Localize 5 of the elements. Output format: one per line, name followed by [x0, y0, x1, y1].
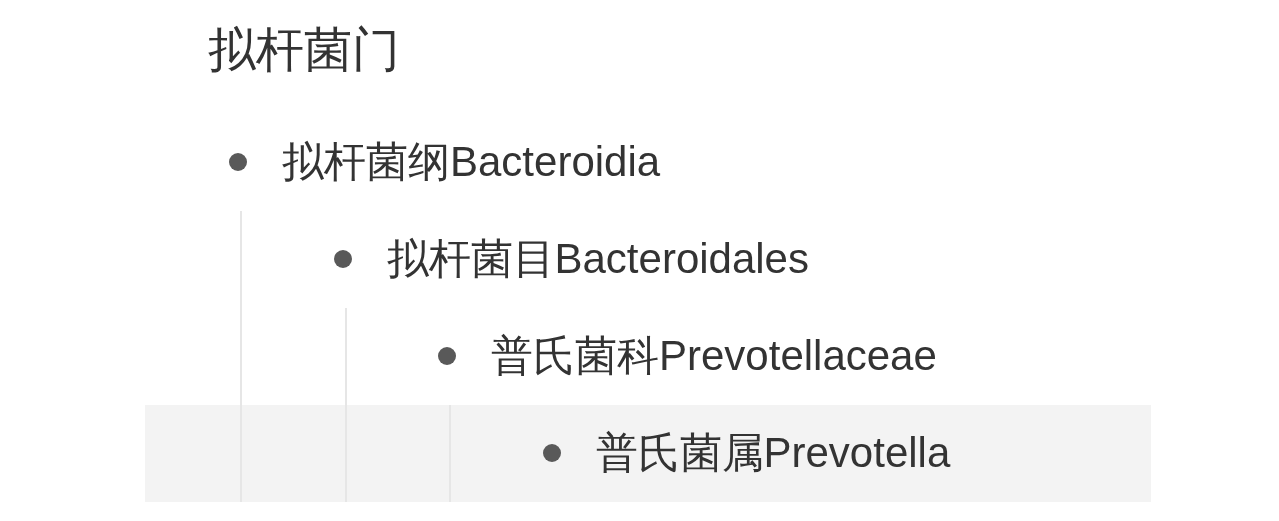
list-item-text: 普氏菌属Prevotella — [595, 432, 951, 474]
highlighted-row — [145, 404, 1151, 502]
list-item-text: 拟杆菌目Bacteroidales — [386, 238, 809, 280]
heading: 拟杆菌门 — [208, 26, 400, 74]
list-item-text: 拟杆菌纲Bacteroidia — [282, 141, 661, 183]
